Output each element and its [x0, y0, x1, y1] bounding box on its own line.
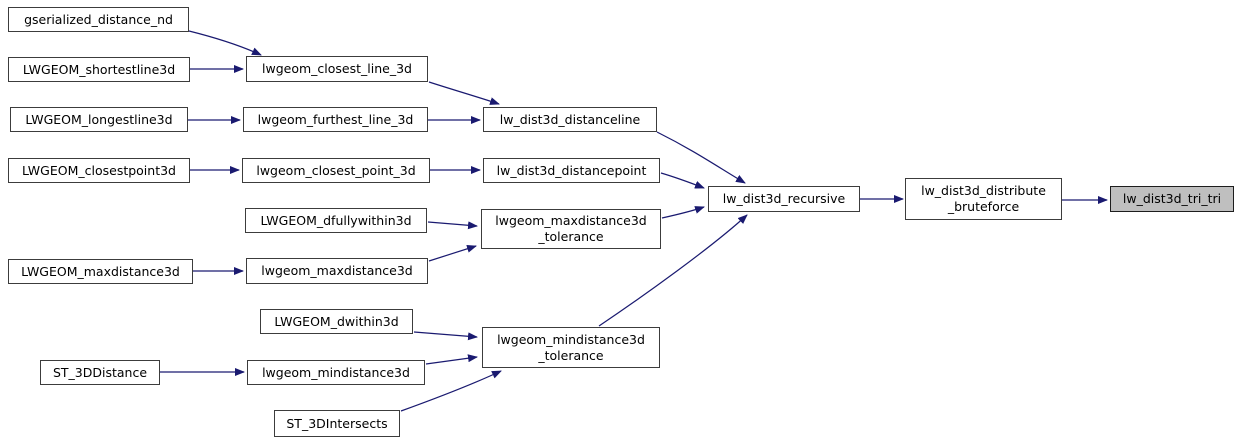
edge-mindistance3d-to-tolerance — [425, 354, 478, 365]
edge-mindistance-tolerance-to-recursive — [598, 214, 748, 327]
node-lwgeom-dwithin3d[interactable]: LWGEOM_dwithin3d — [260, 309, 413, 334]
node-lwgeom-shortestline3d[interactable]: LWGEOM_shortestline3d — [8, 57, 190, 82]
edge-distancepoint-to-recursive — [660, 172, 705, 189]
node-lwgeom-longestline3d[interactable]: LWGEOM_longestline3d — [10, 107, 188, 132]
node-lwgeom-mindistance3d[interactable]: lwgeom_mindistance3d — [247, 360, 425, 385]
node-lwgeom-maxdistance3d-tolerance[interactable]: lwgeom_maxdistance3d _tolerance — [481, 209, 661, 249]
node-lwgeom-maxdistance3d-caps[interactable]: LWGEOM_maxdistance3d — [8, 259, 193, 284]
node-lw-dist3d-tri-tri: lw_dist3d_tri_tri — [1110, 186, 1234, 212]
node-gserialized-distance-nd[interactable]: gserialized_distance_nd — [8, 7, 189, 32]
node-lwgeom-closestpoint3d[interactable]: LWGEOM_closestpoint3d — [8, 158, 190, 183]
edge-closest-line-to-distanceline — [428, 81, 500, 105]
node-lw-dist3d-distribute-bruteforce[interactable]: lw_dist3d_distribute _bruteforce — [905, 178, 1062, 220]
edge-lwgeom-maxdistance3d-to-tolerance — [428, 244, 477, 262]
node-lw-dist3d-distancepoint[interactable]: lw_dist3d_distancepoint — [483, 158, 660, 183]
edge-distanceline-to-recursive — [656, 131, 746, 184]
node-lw-dist3d-recursive[interactable]: lw_dist3d_recursive — [708, 186, 860, 212]
node-lwgeom-furthest-line-3d[interactable]: lwgeom_furthest_line_3d — [243, 107, 428, 132]
node-lwgeom-closest-line-3d[interactable]: lwgeom_closest_line_3d — [246, 56, 428, 82]
edge-maxdistance-tolerance-to-recursive — [661, 206, 705, 219]
edge-dwithin3d-to-mindistance-tolerance — [413, 331, 478, 341]
edge-st-3dintersects-to-mindistance-tolerance — [400, 370, 502, 412]
node-lwgeom-dfullywithin3d[interactable]: LWGEOM_dfullywithin3d — [245, 208, 427, 233]
node-st-3dintersects[interactable]: ST_3DIntersects — [274, 410, 400, 437]
node-st-3ddistance[interactable]: ST_3DDistance — [40, 360, 160, 385]
edge-gserialized-to-closest-line — [188, 30, 262, 56]
node-lwgeom-closest-point-3d[interactable]: lwgeom_closest_point_3d — [242, 158, 430, 183]
node-lw-dist3d-distanceline[interactable]: lw_dist3d_distanceline — [483, 107, 657, 132]
node-lwgeom-maxdistance3d[interactable]: lwgeom_maxdistance3d — [246, 258, 428, 284]
edge-dfullywithin3d-to-maxdistance-tolerance — [427, 221, 478, 230]
node-lwgeom-mindistance3d-tolerance[interactable]: lwgeom_mindistance3d _tolerance — [482, 327, 660, 368]
